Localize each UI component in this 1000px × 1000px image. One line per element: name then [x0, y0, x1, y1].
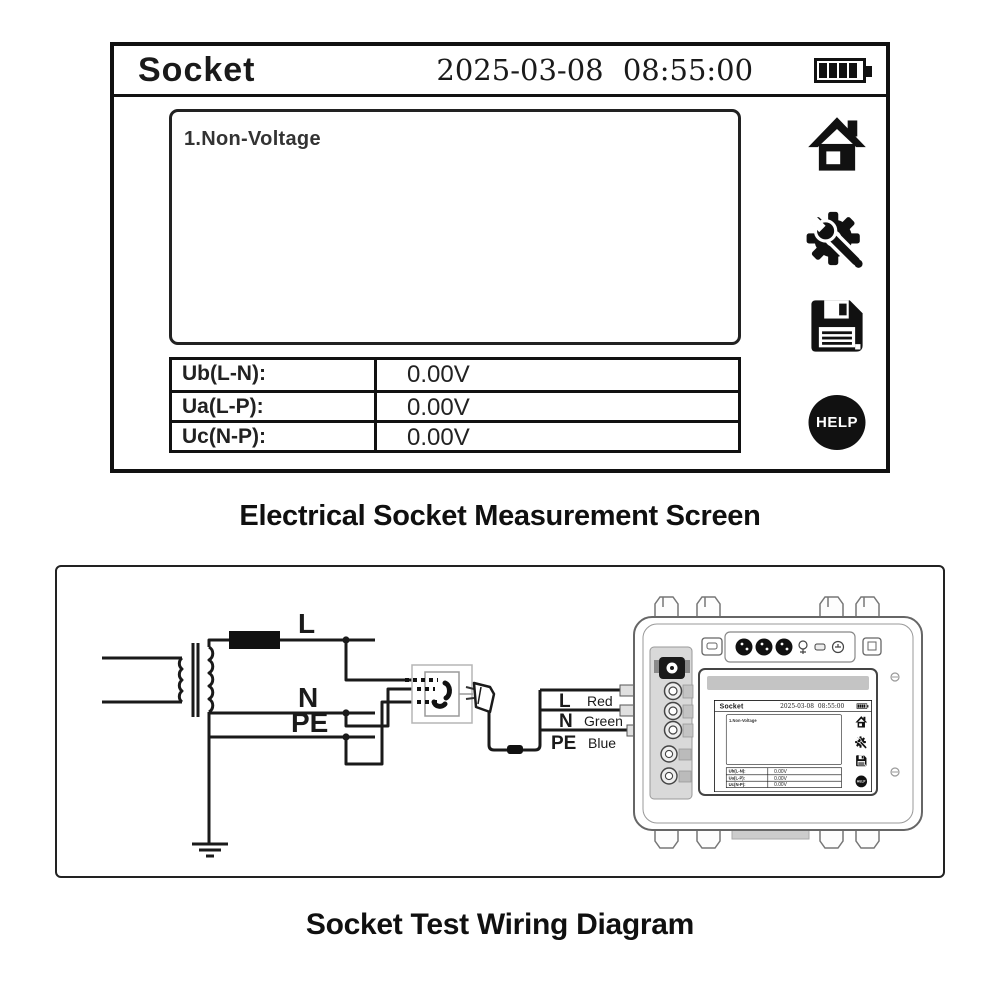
test-lead-wires [540, 688, 629, 732]
home-icon-mini [855, 716, 868, 728]
input-jacks [663, 681, 694, 740]
row-value: 0.00V [407, 394, 470, 421]
mode-list-box: 1.Non-Voltage [169, 109, 741, 345]
battery-icon-mini [856, 703, 869, 709]
ferrite-bead [507, 745, 523, 754]
screen-datetime-mini: 2025-03-08 08:55:00 [780, 702, 845, 710]
row-label: Ub(L-N): [172, 360, 377, 390]
mode-item-label[interactable]: 1.Non-Voltage [184, 128, 321, 150]
mode-item-label-mini: 1.Non-Voltage [728, 718, 757, 724]
socket-outlet [405, 664, 473, 724]
row-label-mini: Uc(N-P): [727, 781, 769, 788]
label-neutral: N [298, 682, 318, 713]
side-icon-column: HELP [797, 97, 877, 466]
device-screen-mockup: Socket 2025-03-08 08:55:00 1.Non-Voltage… [110, 42, 890, 473]
save-floppy-icon[interactable] [805, 294, 869, 358]
row-label: Uc(N-P): [172, 423, 377, 450]
ground-symbol [192, 842, 228, 858]
diagram-caption: Socket Test Wiring Diagram [305, 908, 695, 941]
device-screen-mini: Socket 2025-03-08 08:55:00 1.Non-Voltage… [714, 700, 872, 792]
lead-terminal-pe: PE [551, 733, 576, 754]
lead-color-red: Red [587, 693, 613, 709]
row-label-mini: Ub(L-N): [727, 768, 769, 775]
label-earth: PE [291, 707, 328, 738]
table-row: Ub(L-N): 0.00V [172, 360, 738, 390]
measurement-table: Ub(L-N): 0.00V Ua(L-P): 0.00V Uc(N-P): 0… [169, 357, 741, 453]
settings-gear-wrench-icon[interactable] [799, 203, 875, 279]
screen-title-mini: Socket [719, 701, 744, 710]
lead-color-green: Green [584, 713, 623, 729]
side-button [701, 637, 723, 656]
power-button [862, 637, 882, 656]
help-button[interactable]: HELP [808, 395, 866, 450]
row-label-mini: Ua(L-P): [727, 775, 769, 781]
row-label: Ua(L-P): [172, 393, 377, 420]
din-connectors [735, 638, 793, 656]
screen-caption: Electrical Socket Measurement Screen [239, 500, 761, 532]
battery-icon [813, 57, 872, 83]
screen-body: 1.Non-Voltage Ub(L-N): 0.00V Ua(L-P): 0.… [114, 97, 886, 466]
wiring-diagram-box: L N PE [55, 565, 945, 878]
junction-dot [342, 709, 350, 717]
row-value-mini: 0.00V [774, 768, 787, 775]
circuit-wires [209, 638, 412, 766]
help-button-mini: HELP [855, 775, 868, 788]
junction-dot [342, 733, 350, 741]
test-cable [487, 690, 542, 752]
row-value-mini: 0.00V [774, 775, 787, 782]
row-value: 0.00V [407, 361, 470, 388]
screen-datetime: 2025-03-08 08:55:00 [436, 53, 754, 87]
transformer [102, 638, 229, 844]
fuse-block [229, 631, 280, 649]
lead-terminal-l: L [559, 691, 571, 712]
screen-title: Socket [138, 50, 256, 89]
aux-jacks [660, 745, 692, 785]
screen-header: Socket 2025-03-08 08:55:00 [114, 46, 886, 97]
save-icon-mini [856, 755, 867, 767]
settings-icon-mini [855, 736, 867, 749]
label-line: L [298, 608, 315, 639]
usb-slot [814, 643, 826, 651]
table-row: Uc(N-P): 0.00V [172, 420, 738, 451]
help-label: HELP [815, 414, 858, 431]
home-icon[interactable] [804, 113, 871, 177]
row-value: 0.00V [407, 424, 470, 451]
lead-terminal-n: N [559, 711, 573, 732]
instrument-screen-mini: Socket 2025-03-08 08:55:00 1.Non-Voltage… [714, 700, 872, 792]
test-plug [465, 681, 496, 714]
lead-color-blue: Blue [588, 735, 616, 751]
bezel-gray-bar [707, 676, 869, 690]
junction-dot [342, 636, 350, 644]
power-socket-icon [831, 640, 845, 654]
lamp-icon [798, 640, 808, 654]
row-value-mini: 0.00V [774, 781, 787, 788]
table-row: Ua(L-P): 0.00V [172, 390, 738, 421]
